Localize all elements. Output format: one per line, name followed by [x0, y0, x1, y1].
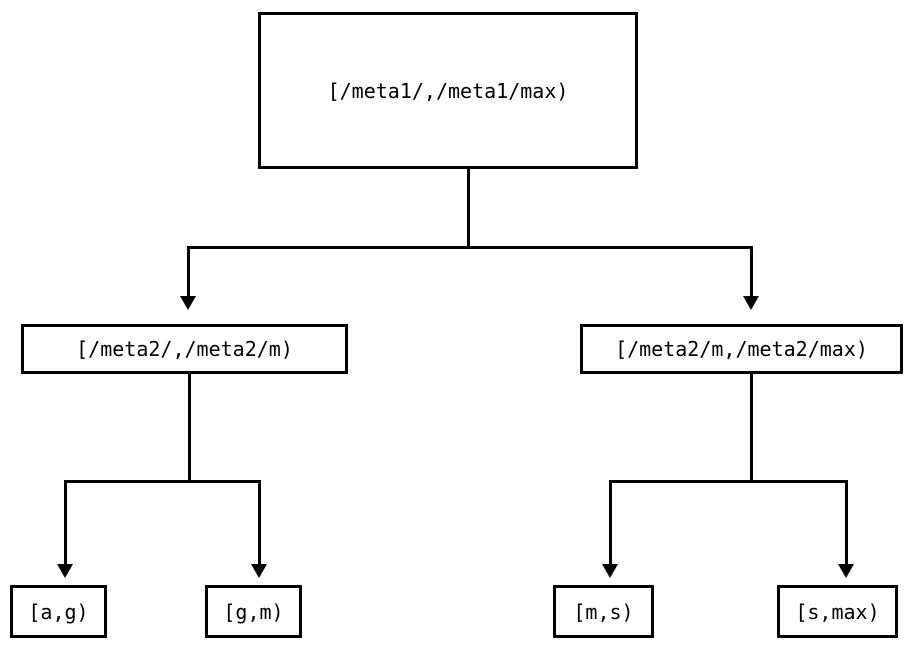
node-mid-right-label: [/meta2/m,/meta2/max): [615, 337, 868, 361]
edge-root-to-mid-left-drop: [187, 246, 190, 296]
node-leaf-m-s[interactable]: [m,s): [553, 585, 654, 638]
edge-mid-left-to-leaf-ag-drop: [64, 480, 67, 564]
arrowhead-root-to-mid-right: [743, 296, 759, 310]
edge-mid-left-stem: [188, 374, 191, 482]
arrowhead-mid-left-to-leaf-gm: [251, 564, 267, 578]
node-leaf-s-max-label: [s,max): [795, 599, 880, 624]
node-leaf-a-g[interactable]: [a,g): [10, 585, 107, 638]
node-leaf-s-max[interactable]: [s,max): [777, 585, 898, 638]
arrowhead-mid-right-to-leaf-ms: [602, 564, 618, 578]
edge-mid-left-crossbar: [64, 480, 261, 483]
node-leaf-a-g-label: [a,g): [28, 599, 89, 624]
arrowhead-mid-right-to-leaf-smax: [838, 564, 854, 578]
node-mid-left[interactable]: [/meta2/,/meta2/m): [21, 324, 348, 374]
edge-root-crossbar: [187, 246, 753, 249]
node-mid-right[interactable]: [/meta2/m,/meta2/max): [580, 324, 903, 374]
edge-mid-right-stem: [750, 374, 753, 482]
arrowhead-mid-left-to-leaf-ag: [57, 564, 73, 578]
edge-mid-left-to-leaf-gm-drop: [258, 480, 261, 564]
node-root-label: [/meta1/,/meta1/max): [327, 78, 569, 103]
node-leaf-g-m-label: [g,m): [223, 599, 284, 624]
arrowhead-root-to-mid-left: [180, 296, 196, 310]
edge-mid-right-crossbar: [609, 480, 848, 483]
node-leaf-m-s-label: [m,s): [573, 599, 634, 624]
node-root[interactable]: [/meta1/,/meta1/max): [258, 12, 638, 169]
edge-mid-right-to-leaf-smax-drop: [845, 480, 848, 564]
node-leaf-g-m[interactable]: [g,m): [205, 585, 302, 638]
edge-root-stem: [467, 169, 470, 248]
edge-mid-right-to-leaf-ms-drop: [609, 480, 612, 564]
node-mid-left-label: [/meta2/,/meta2/m): [76, 337, 293, 361]
edge-root-to-mid-right-drop: [750, 246, 753, 296]
